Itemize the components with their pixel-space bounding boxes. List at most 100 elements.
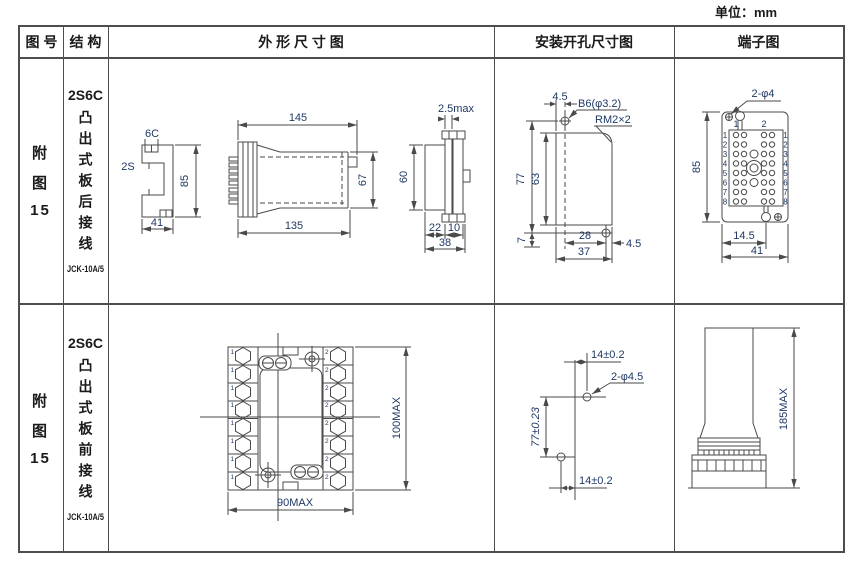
dim-4-5-top: 4.5 — [552, 91, 567, 103]
svg-text:1: 1 — [231, 420, 235, 427]
svg-text:6: 6 — [723, 179, 728, 188]
mounting-drawing-row1: 4.5 B6(φ3.2) RM2×2 77 63 7 28 37 4.5 — [515, 91, 641, 263]
relay-side-view — [228, 120, 378, 238]
type-code: JCK-10A/5 — [67, 263, 104, 274]
dim-145: 145 — [289, 112, 307, 124]
svg-text:2: 2 — [325, 367, 329, 374]
svg-text:2: 2 — [325, 402, 329, 409]
header-structure: 结 构 — [69, 34, 102, 50]
structure-row1: 2S6C 凸出式板后接线 JCK-10A/5 — [63, 57, 108, 303]
dim-2s: 2S — [121, 161, 134, 173]
terminal-drawing-row2: 185MAX — [688, 327, 800, 489]
dim-60: 60 — [398, 171, 410, 183]
svg-text:4: 4 — [723, 160, 728, 169]
dim-63: 63 — [530, 173, 542, 185]
figure-num: 15 — [30, 201, 51, 219]
svg-text:2: 2 — [325, 385, 329, 392]
figure-number-row1: 附 图 15 — [18, 57, 63, 303]
header-mounting: 安装开孔尺寸图 — [535, 34, 633, 50]
relay-on-socket-side-view — [688, 327, 800, 489]
figure-char: 附 — [31, 144, 49, 162]
dim-22: 22 — [429, 222, 441, 234]
dim-77: 77 — [515, 173, 527, 185]
svg-text:5: 5 — [783, 169, 788, 178]
dim-67: 67 — [357, 174, 369, 186]
dim-10: 10 — [448, 222, 460, 234]
svg-text:6: 6 — [783, 179, 788, 188]
dim-37: 37 — [578, 246, 590, 258]
unit-label: 单位：mm — [714, 5, 778, 20]
mounting-drawing-row2: 14±0.2 2-φ4.5 77±0.23 14±0.2 — [530, 349, 644, 500]
dim-77: 77±0.23 — [530, 406, 542, 447]
svg-text:2: 2 — [723, 141, 728, 150]
header-divider — [20, 57, 843, 59]
svg-text:2: 2 — [325, 420, 329, 427]
svg-text:1: 1 — [231, 349, 235, 356]
dim-28: 28 — [579, 230, 591, 242]
dim-7: 7 — [516, 237, 528, 243]
drawing-table: 图 号 结 构 外 形 尺 寸 图 安装开孔尺寸图 端子图 — [18, 25, 845, 553]
svg-text:8: 8 — [783, 198, 788, 207]
svg-text:2: 2 — [325, 438, 329, 445]
dim-14-top: 14±0.2 — [591, 349, 625, 361]
svg-text:1: 1 — [723, 131, 728, 140]
column-divider — [674, 27, 675, 551]
figure-char: 图 — [31, 422, 49, 440]
dim-41: 41 — [151, 217, 163, 229]
relay-end-view — [409, 115, 471, 253]
svg-text:1: 1 — [231, 456, 235, 463]
outline-drawing-row1: 6C 2S 85 41 145 135 67 — [121, 103, 475, 253]
svg-text:2: 2 — [325, 456, 329, 463]
svg-text:1: 1 — [231, 385, 235, 392]
dim-38: 38 — [439, 237, 451, 249]
dim-85: 85 — [691, 161, 703, 173]
svg-text:7: 7 — [783, 188, 788, 197]
hole-callout: 2-φ4.5 — [611, 371, 643, 383]
dim-14-bottom: 14±0.2 — [579, 475, 613, 487]
drilling-plan — [540, 353, 644, 500]
thread-callout: RM2×2 — [595, 114, 631, 126]
svg-text:1: 1 — [231, 438, 235, 445]
svg-text:5: 5 — [723, 169, 728, 178]
column-divider — [108, 27, 109, 551]
column-divider — [494, 27, 495, 551]
structure-desc: 凸出式板前接线 — [77, 357, 94, 505]
svg-text:2: 2 — [783, 141, 788, 150]
svg-text:1: 1 — [231, 402, 235, 409]
dim-135: 135 — [285, 220, 303, 232]
figure-char: 图 — [31, 174, 49, 192]
dim-185max: 185MAX — [778, 387, 790, 430]
figure-num: 15 — [30, 449, 51, 467]
terminal-hole-callout: 2-φ4 — [751, 88, 774, 100]
svg-text:4: 4 — [783, 160, 788, 169]
column-label-2: 2 — [761, 119, 766, 129]
relay-front-view — [200, 333, 411, 521]
dim-6c: 6C — [145, 128, 159, 140]
header-outline: 外 形 尺 寸 图 — [258, 34, 344, 50]
type-code: JCK-10A/5 — [67, 511, 104, 522]
svg-text:8: 8 — [723, 198, 728, 207]
panel-cutout-view — [524, 100, 632, 263]
dim-4-5-right: 4.5 — [626, 238, 641, 250]
dim-90max: 90MAX — [277, 497, 314, 509]
hole-callout: B6(φ3.2) — [578, 98, 621, 110]
header-figure: 图 号 — [25, 34, 58, 50]
rail-section-view — [141, 139, 201, 234]
structure-row2: 2S6C 凸出式板前接线 JCK-10A/5 — [63, 303, 108, 553]
header-terminal: 端子图 — [737, 34, 780, 50]
column-label-1: 1 — [733, 119, 738, 129]
dim-41: 41 — [751, 245, 763, 257]
figure-char: 附 — [31, 392, 49, 410]
dim-14-5: 14.5 — [733, 230, 754, 242]
terminal-plate — [702, 100, 789, 263]
svg-text:2: 2 — [325, 474, 329, 481]
svg-text:7: 7 — [723, 188, 728, 197]
dim-85: 85 — [179, 175, 191, 187]
svg-text:3: 3 — [723, 150, 728, 159]
svg-text:2: 2 — [325, 349, 329, 356]
